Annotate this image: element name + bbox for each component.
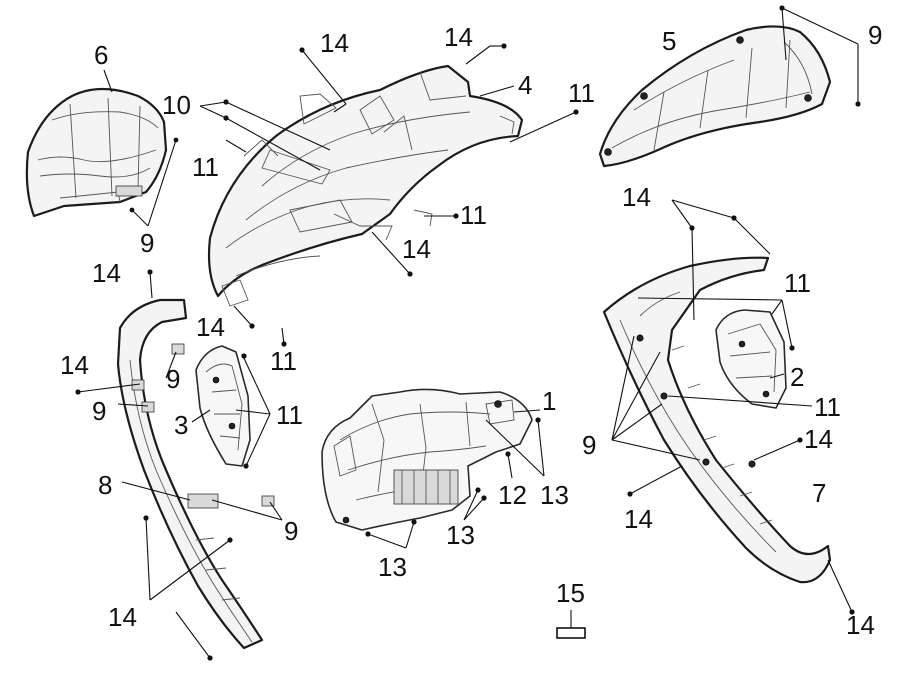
callout-11: 11 — [814, 392, 841, 422]
part-5-headlight-cover-right — [598, 25, 832, 168]
callout-14: 14 — [60, 350, 89, 380]
part-4-front-fairing — [207, 64, 524, 307]
callout-2: 2 — [790, 362, 804, 392]
leader-lines — [77, 7, 859, 659]
callout-5: 5 — [662, 26, 676, 56]
callout-9: 9 — [284, 516, 298, 546]
callout-9: 9 — [582, 430, 596, 460]
screws — [75, 5, 861, 661]
callout-7: 7 — [812, 478, 826, 508]
callout-12: 12 — [498, 480, 527, 510]
callout-9: 9 — [166, 364, 180, 394]
part-8-left-side-trim — [116, 298, 275, 650]
callout-14: 14 — [804, 424, 833, 454]
callout-11: 11 — [270, 346, 297, 376]
callout-11: 11 — [192, 152, 219, 182]
callout-14: 14 — [92, 258, 121, 288]
callout-14: 14 — [402, 234, 431, 264]
callout-14: 14 — [846, 610, 875, 640]
callout-10: 10 — [162, 90, 191, 120]
callout-11: 11 — [568, 78, 595, 108]
callout-3: 3 — [174, 410, 188, 440]
callout-6: 6 — [94, 40, 108, 70]
callout-13: 13 — [540, 480, 569, 510]
part-3-left-bracket — [195, 345, 251, 467]
callout-8: 8 — [98, 470, 112, 500]
callout-14: 14 — [622, 182, 651, 212]
callout-14: 14 — [624, 504, 653, 534]
callout-13: 13 — [446, 520, 475, 550]
callout-9: 9 — [92, 396, 106, 426]
callout-13: 13 — [378, 552, 407, 582]
callout-14: 14 — [196, 312, 225, 342]
callout-15: 15 — [556, 578, 585, 608]
callout-9: 9 — [868, 20, 882, 50]
callout-14: 14 — [444, 22, 473, 52]
callout-11: 11 — [276, 400, 303, 430]
callout-14: 14 — [320, 28, 349, 58]
part-7-right-side-panel — [602, 256, 832, 584]
part-2-right-bracket — [715, 309, 787, 409]
callout-1: 1 — [542, 386, 556, 416]
callout-11: 11 — [460, 200, 487, 230]
part-15-symbol — [556, 627, 586, 639]
callout-11: 11 — [784, 268, 811, 298]
callout-4: 4 — [518, 70, 532, 100]
callout-9: 9 — [140, 228, 154, 258]
part-6-headlight-cover — [25, 87, 168, 218]
callout-labels: 6 10 14 14 4 11 5 9 11 9 11 14 14 14 11 … — [60, 20, 882, 640]
part-1-inner-panel — [321, 388, 533, 531]
callout-14: 14 — [108, 602, 137, 632]
